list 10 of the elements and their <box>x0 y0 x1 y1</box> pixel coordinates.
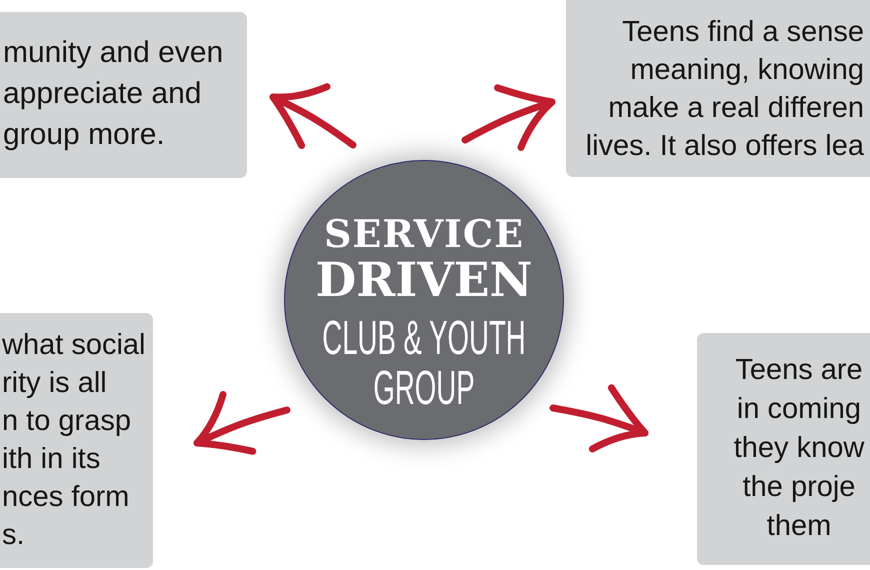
text-box <box>0 12 247 178</box>
text-box <box>566 0 870 177</box>
box-text: munity and even appreciate and group more. <box>3 35 224 153</box>
box-text: Teens find a sense meaning, knowing make a real differen lives. It also offers lea <box>586 15 864 164</box>
box-text: what social rity is all n to grasp ith in its nces form s. <box>2 328 146 553</box>
text-box <box>697 333 870 565</box>
circle-subheading: CLUB & YOUTH GROUP <box>322 314 526 414</box>
circle-heading: SERVICE DRIVEN <box>315 211 533 305</box>
box-text: Teens are in coming they know the proje them <box>734 353 864 544</box>
text-box <box>0 313 153 568</box>
